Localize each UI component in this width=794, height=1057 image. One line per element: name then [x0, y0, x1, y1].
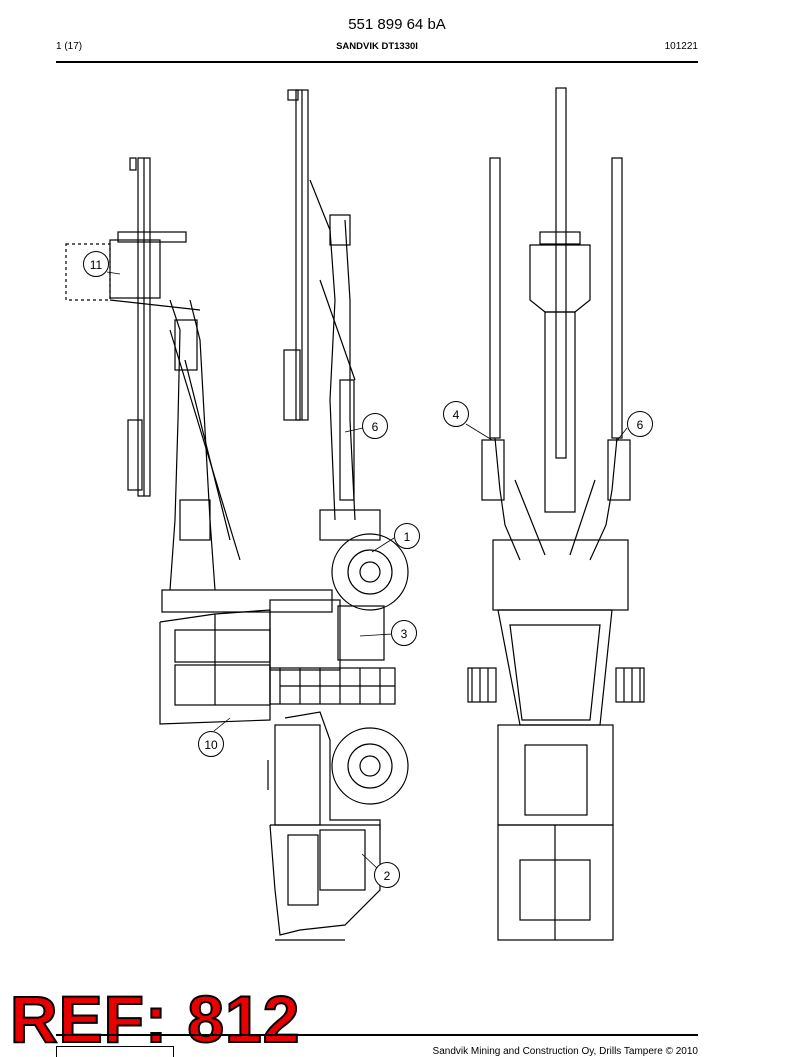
top-right-wheel — [615, 667, 645, 703]
callout-6-side: 6 — [362, 413, 388, 439]
cabin-frame — [337, 605, 385, 661]
top-boom-carrier — [492, 539, 629, 611]
rear-frame — [269, 824, 381, 936]
callout-6-top: 6 — [627, 411, 653, 437]
ref-watermark: REF: 812 — [9, 982, 301, 1056]
callout-11: 11 — [83, 251, 109, 277]
front-wheel — [331, 533, 409, 611]
callout-4: 4 — [443, 401, 469, 427]
callout-10: 10 — [198, 731, 224, 757]
page-count: 1 (17) — [56, 41, 83, 52]
footer-divider — [56, 1034, 698, 1036]
callout-2: 2 — [374, 862, 400, 888]
top-middle-feed — [555, 87, 567, 459]
boom-base — [319, 509, 381, 541]
company-logo — [56, 1046, 174, 1057]
top-left-wheel — [467, 667, 497, 703]
top-drill-unit — [529, 244, 591, 313]
model-name: SANDVIK DT1330I — [336, 41, 418, 52]
top-right-feed — [611, 157, 623, 439]
callout-1: 1 — [394, 523, 420, 549]
date-code: 101221 — [664, 41, 698, 52]
callout-3: 3 — [391, 620, 417, 646]
engine-compartment — [274, 724, 321, 826]
technical-drawing — [65, 87, 645, 941]
header-row: 1 (17) SANDVIK DT1330I 101221 — [56, 41, 698, 57]
drill-unit — [109, 239, 161, 299]
document-number: 551 899 64 bA — [348, 16, 446, 33]
rear-wheel — [331, 727, 409, 805]
header-divider — [56, 61, 698, 63]
top-mid-body — [497, 724, 614, 826]
footer-copyright: Sandvik Mining and Construction Oy, Dril… — [432, 1046, 698, 1057]
top-left-feed — [489, 157, 501, 439]
